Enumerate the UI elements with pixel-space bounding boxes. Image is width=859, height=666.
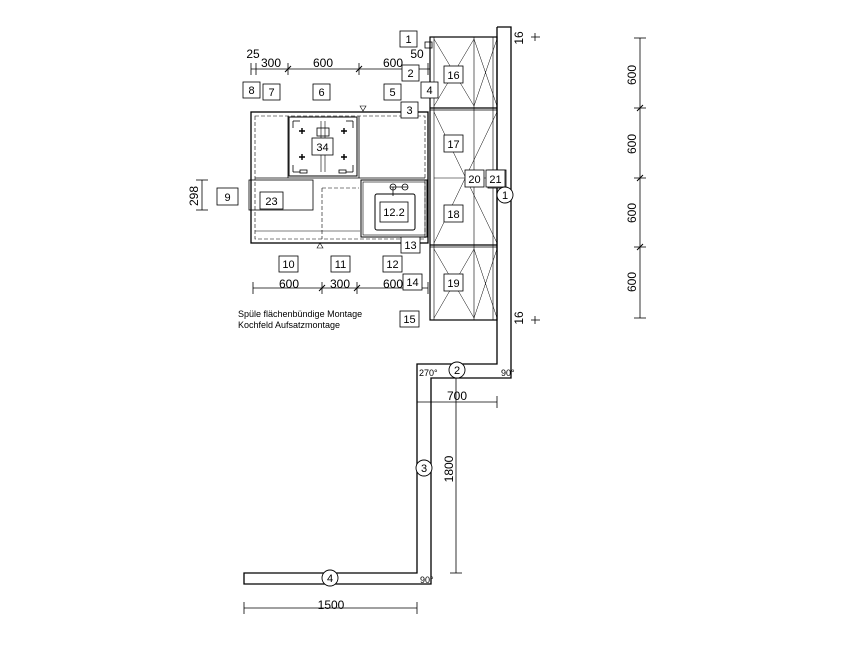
wall-circles: [321, 186, 514, 587]
label-12-2: 12.2: [383, 207, 404, 219]
dimension-lines-walls: [243, 377, 498, 614]
wall-number-1: 1: [502, 190, 508, 202]
dim-right-600-3: 600: [625, 203, 639, 223]
dim-300-bottom: 300: [330, 277, 350, 291]
label-20: 20: [468, 174, 480, 186]
note-hob-mounting: Kochfeld Aufsatzmontage: [238, 320, 340, 330]
label-16: 16: [447, 70, 459, 82]
dim-1500: 1500: [318, 598, 345, 612]
dim-25: 25: [246, 47, 260, 61]
dim-right-600-1: 600: [625, 65, 639, 85]
wall-circle-4: [321, 569, 339, 587]
label-17: 17: [447, 139, 459, 151]
label-texts: 1 2 3 4 5 6 7 8 9 23 10 11 12 13 14 15 1…: [224, 34, 501, 326]
dim-right-600-4: 600: [625, 272, 639, 292]
label-18: 18: [447, 209, 459, 221]
label-19: 19: [447, 278, 459, 290]
rotated-dimension-texts: 298 16 16 600 600 600 600 1800: [187, 31, 639, 482]
wall-circle-2: [448, 361, 466, 379]
angle-texts: 270° 90° 90°: [419, 368, 515, 585]
wall-number-2: 2: [454, 365, 460, 377]
dim-600-bottom-b: 600: [383, 277, 403, 291]
dim-700: 700: [447, 389, 467, 403]
note-sink-mounting: Spüle flächenbündige Montage: [238, 309, 362, 319]
dim-300-top: 300: [261, 56, 281, 70]
dim-right-600-2: 600: [625, 134, 639, 154]
label-7: 7: [268, 87, 274, 99]
label-11: 11: [335, 259, 346, 271]
label-12: 12: [386, 259, 398, 271]
angle-270: 270°: [419, 368, 438, 378]
wall-number-3: 3: [421, 463, 427, 475]
label-5: 5: [389, 87, 395, 99]
wall-circle-3: [415, 459, 433, 477]
label-14: 14: [406, 277, 418, 289]
angle-90-b: 90°: [420, 575, 434, 585]
label-6: 6: [318, 87, 324, 99]
label-10: 10: [282, 259, 294, 271]
label-boxes: [216, 30, 506, 328]
wall-circle-1: [496, 186, 514, 204]
dimension-texts: 25 300 600 600 50 600 300 600 700 1500: [246, 47, 467, 612]
dim-600-top-a: 600: [313, 56, 333, 70]
label-1: 1: [405, 34, 411, 46]
label-3: 3: [406, 105, 412, 117]
angle-90-a: 90°: [501, 368, 515, 378]
label-8: 8: [248, 85, 254, 97]
dim-600-bottom-a: 600: [279, 277, 299, 291]
dim-1800: 1800: [442, 455, 456, 482]
dim-298: 298: [187, 186, 201, 206]
wall-circle-texts: 1 2 3 4: [327, 190, 508, 585]
dim-16-bottom: 16: [512, 311, 526, 325]
dim-600-top-b: 600: [383, 56, 403, 70]
dimension-298: [196, 179, 208, 211]
dimension-lines-bottom: [252, 282, 429, 294]
label-15: 15: [403, 314, 415, 326]
label-4: 4: [426, 85, 432, 97]
label-34: 34: [316, 142, 328, 154]
label-13: 13: [404, 240, 416, 252]
label-2: 2: [407, 68, 413, 80]
dim-50: 50: [410, 47, 424, 61]
kitchen-island: [248, 105, 429, 249]
dim-16-top: 16: [512, 31, 526, 45]
dimension-lines-top: [250, 63, 430, 75]
notes: Spüle flächenbündige Montage Kochfeld Au…: [238, 309, 362, 330]
label-9: 9: [224, 192, 230, 204]
label-23: 23: [265, 196, 277, 208]
wall-number-4: 4: [327, 573, 333, 585]
dimension-lines-right: [634, 37, 646, 319]
label-21: 21: [489, 174, 501, 186]
wall-outline: [243, 26, 512, 585]
